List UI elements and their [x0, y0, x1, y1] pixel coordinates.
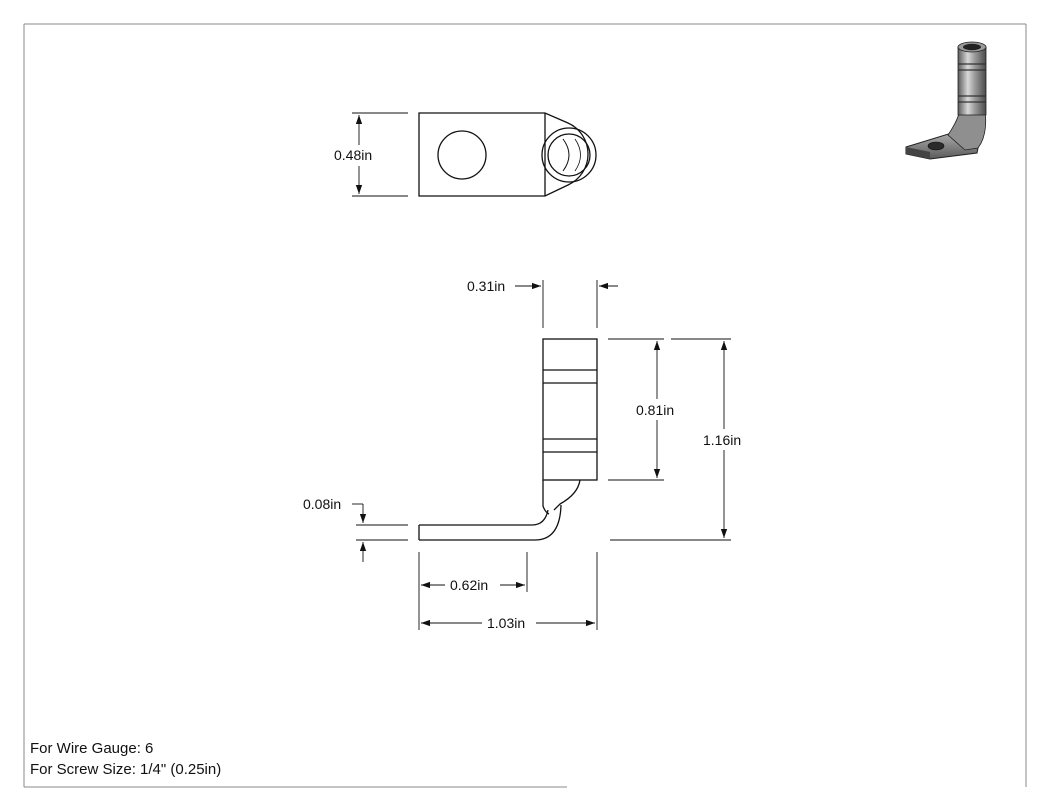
- dim-tongue-thickness: [352, 503, 408, 562]
- dim-width-top: [352, 112, 408, 197]
- note-wire-gauge: For Wire Gauge: 6: [30, 740, 154, 757]
- dim-label-total-length: 1.03in: [487, 615, 525, 631]
- dim-hole-to-end: [418, 552, 528, 630]
- dim-label-tongue-thickness: 0.08in: [303, 496, 341, 512]
- top-view: [418, 112, 597, 197]
- lug-isometric-image: [905, 41, 987, 160]
- dim-label-barrel-diameter: 0.31in: [467, 278, 505, 294]
- note-screw-size: For Screw Size: 1/4" (0.25in): [30, 761, 222, 778]
- dim-total-length: [421, 552, 598, 630]
- dim-total-height: [610, 338, 731, 541]
- dim-barrel-diameter: [515, 280, 618, 328]
- dim-label-width-top: 0.48in: [334, 147, 372, 163]
- dim-label-barrel-length: 0.81in: [636, 402, 674, 418]
- dim-label-total-height: 1.16in: [703, 432, 741, 448]
- barrel-inner: [547, 133, 591, 177]
- dim-barrel-length: [608, 338, 664, 481]
- dim-label-hole-to-end: 0.62in: [450, 577, 488, 593]
- side-view: [418, 338, 598, 541]
- screw-hole: [437, 130, 487, 180]
- barrel-outer: [541, 127, 597, 183]
- sheet-border: [23, 23, 1027, 788]
